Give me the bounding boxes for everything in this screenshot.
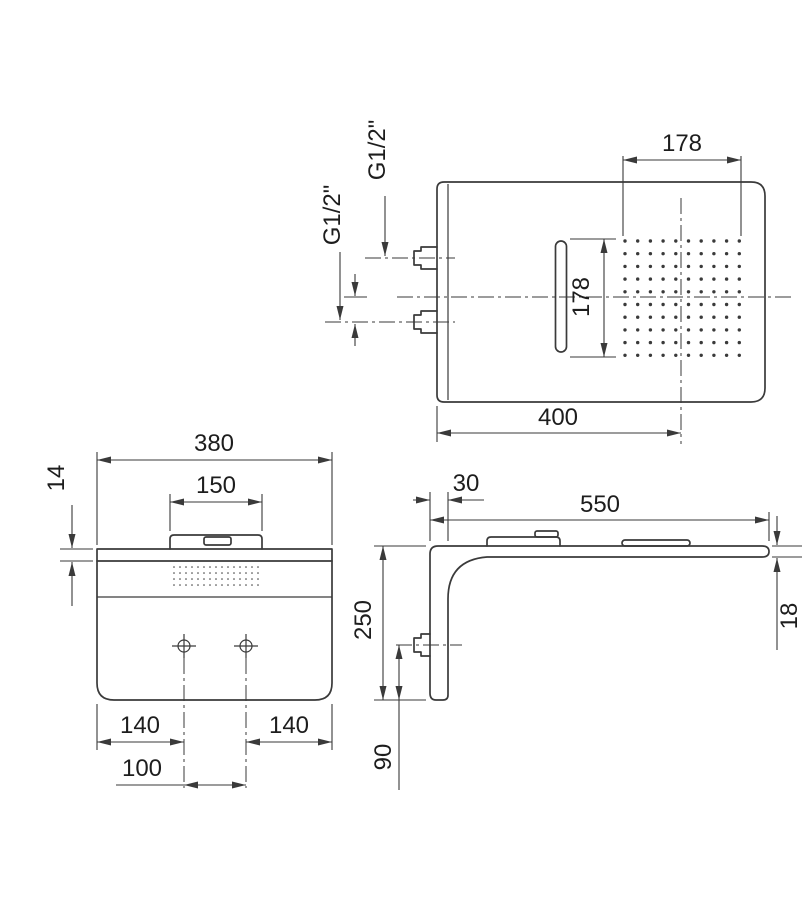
dim-bracket-width: 150 bbox=[196, 472, 236, 499]
bracket-bump-side bbox=[486, 536, 561, 547]
plan-view: 380 150 14 140 140 100 bbox=[43, 430, 333, 789]
mounting-plate bbox=[96, 548, 333, 562]
bracket-detail-side bbox=[534, 530, 559, 538]
dim-spray-height: 178 bbox=[568, 277, 595, 317]
shower-body-outline bbox=[436, 181, 766, 403]
slot-edge bbox=[621, 539, 691, 547]
spray-nozzle-grid bbox=[623, 239, 741, 357]
dim-drop-height: 250 bbox=[350, 600, 377, 640]
front-view: 178 178 400 G1/2" G1/2" bbox=[319, 120, 793, 444]
inlet-stub-side bbox=[413, 633, 431, 657]
dim-overall-depth: 550 bbox=[580, 491, 620, 518]
thread-label-bottom: G1/2" bbox=[319, 185, 346, 246]
side-view: 30 550 18 250 90 bbox=[350, 470, 803, 790]
dim-inlet-offset: 90 bbox=[370, 744, 397, 771]
dim-spray-width: 178 bbox=[662, 130, 702, 157]
bracket-bump bbox=[169, 534, 263, 550]
dim-overall-width-front: 400 bbox=[538, 404, 578, 431]
spray-texture bbox=[173, 566, 259, 586]
bracket-detail bbox=[203, 536, 232, 546]
thread-label-top: G1/2" bbox=[364, 120, 391, 181]
dim-hole-spacing: 100 bbox=[122, 755, 162, 782]
dim-hole-offset-right: 140 bbox=[269, 712, 309, 739]
dim-plate-thickness-side: 18 bbox=[776, 603, 803, 630]
shelf-body bbox=[96, 560, 333, 701]
dim-hole-offset-left: 140 bbox=[120, 712, 160, 739]
side-profile bbox=[429, 545, 770, 701]
dim-overall-width-plan: 380 bbox=[194, 430, 234, 457]
dim-plate-thickness-plan: 14 bbox=[43, 465, 70, 492]
dim-wall-offset: 30 bbox=[453, 470, 480, 497]
